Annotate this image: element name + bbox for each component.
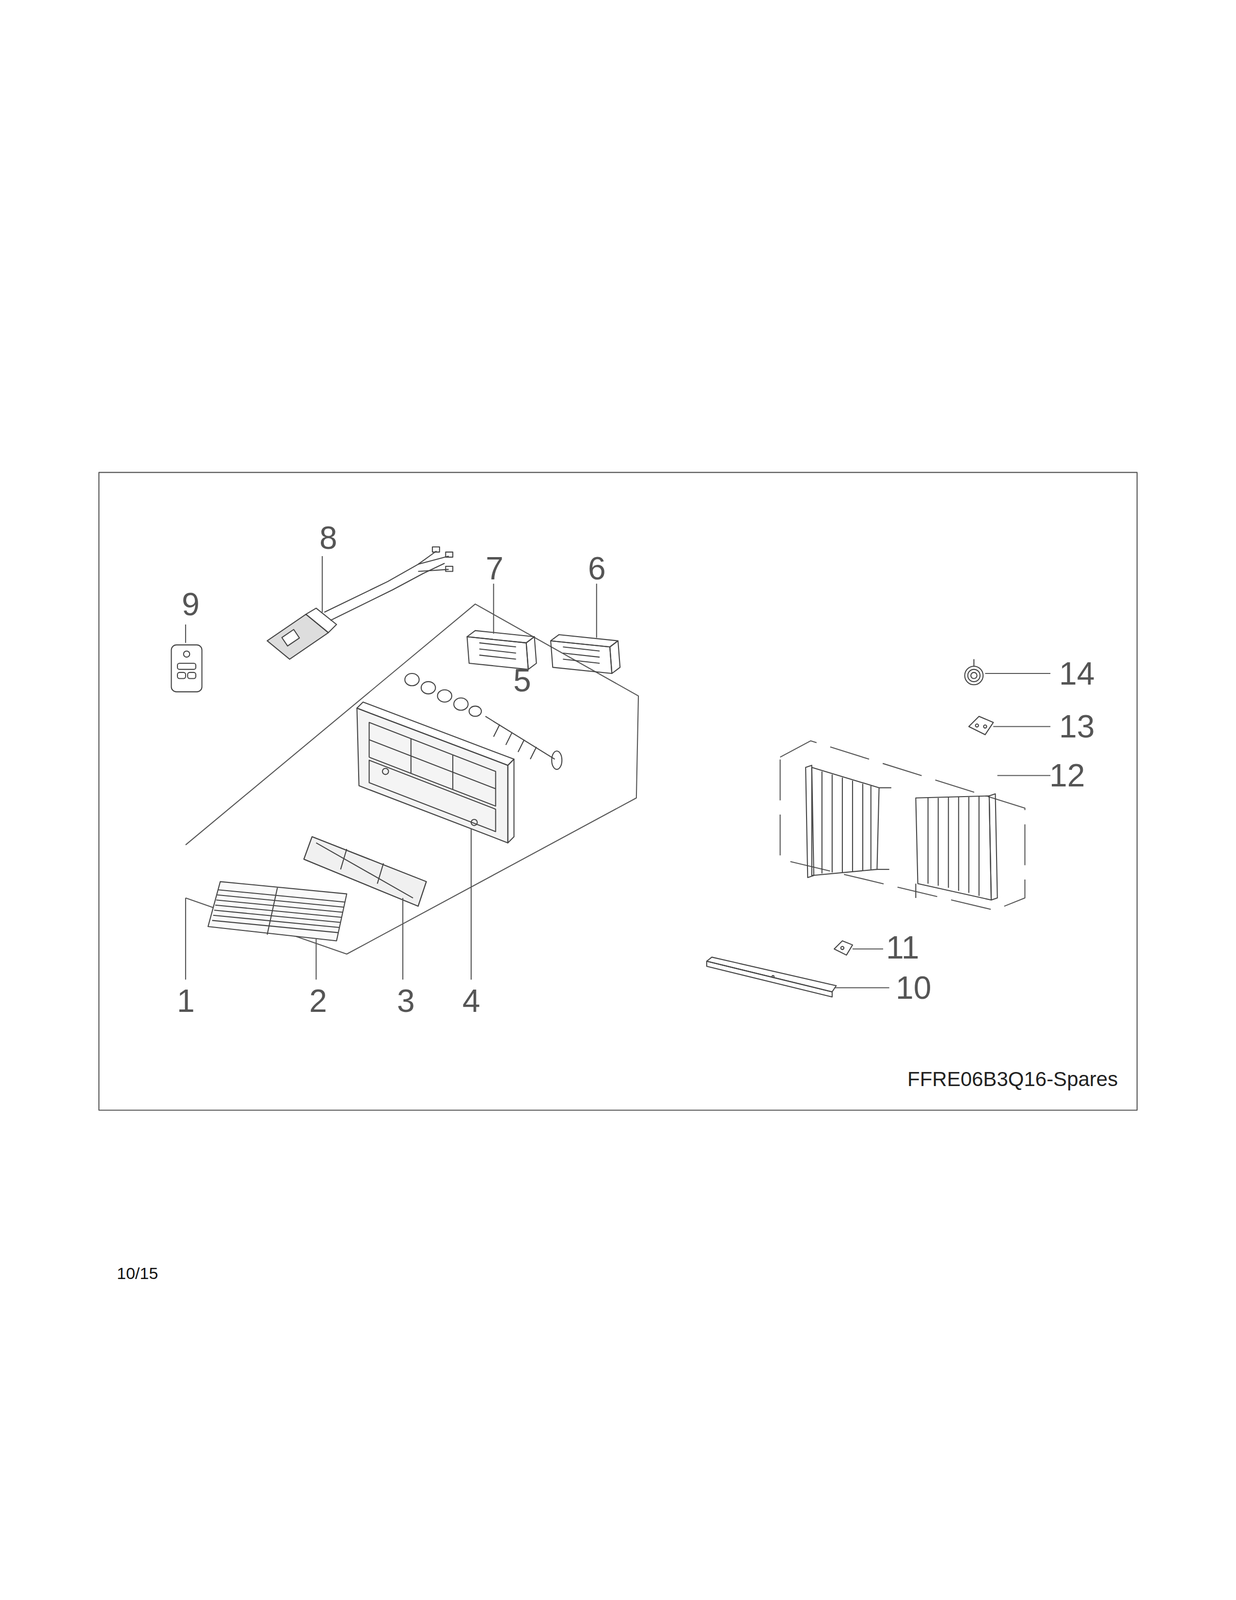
leader-line — [997, 774, 1051, 776]
callout-number: 6 — [587, 552, 606, 585]
callout-number: 4 — [462, 984, 481, 1017]
leader-line — [852, 948, 884, 950]
leader-line — [492, 583, 494, 634]
callout-number: 7 — [485, 552, 504, 585]
front-grille — [207, 881, 347, 941]
leader-line — [185, 897, 187, 980]
diagram-caption: FFRE06B3Q16-Spares — [907, 1068, 1118, 1090]
leader-line — [834, 986, 890, 988]
leader-line — [402, 897, 404, 980]
louver-assembly — [550, 634, 620, 674]
front-panel — [356, 701, 514, 843]
small-bracket — [968, 715, 994, 735]
callout-number: 13 — [1059, 710, 1095, 743]
sill-rail — [706, 956, 837, 997]
callout-number: 10 — [895, 971, 932, 1004]
leader-line — [321, 555, 323, 613]
leader-line — [315, 938, 317, 980]
callout-number: 5 — [513, 664, 532, 697]
callout-number: 12 — [1049, 759, 1085, 792]
spring-part — [964, 659, 983, 685]
page-number: 10/15 — [116, 1264, 159, 1282]
leader-line — [596, 583, 598, 638]
frame — [98, 472, 1138, 1110]
group-bracket — [780, 740, 1026, 910]
leader-line — [185, 624, 187, 643]
callout-number: 8 — [319, 521, 338, 554]
callout-number: 14 — [1059, 657, 1095, 690]
small-bracket — [834, 940, 853, 955]
side-curtain — [915, 793, 998, 900]
louver-assembly — [467, 630, 537, 670]
side-curtain — [805, 764, 892, 878]
callout-number: 1 — [176, 984, 195, 1017]
leader-line — [993, 725, 1051, 727]
callout-number: 3 — [396, 984, 415, 1017]
power-cord — [267, 546, 453, 660]
remote-control — [171, 644, 202, 692]
callout-number: 2 — [309, 984, 328, 1017]
callout-number: 9 — [181, 587, 200, 620]
callout-number: 11 — [886, 931, 920, 964]
leader-line — [984, 672, 1051, 674]
group-bracket — [185, 603, 639, 954]
leader-line — [470, 828, 472, 980]
